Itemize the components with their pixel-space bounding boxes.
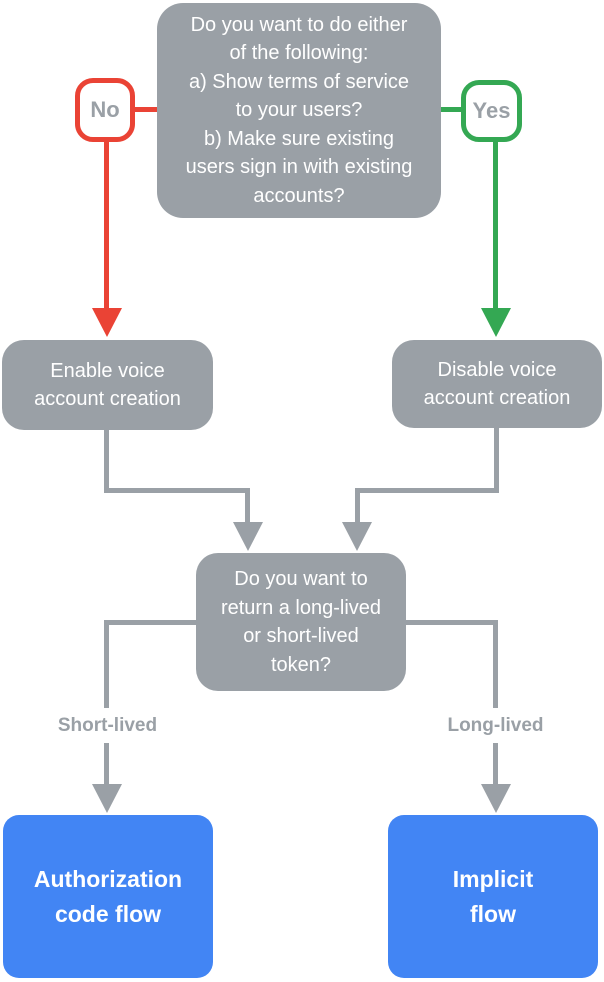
- question-line: token?: [270, 653, 332, 676]
- authorization-code-flow-node: Authorization code flow: [3, 815, 213, 978]
- connector-enable-down: [104, 430, 109, 493]
- node-line: account creation: [423, 387, 571, 409]
- question-line: of the following:: [229, 42, 369, 65]
- connector-disable-across: [355, 488, 499, 493]
- connector-disable-down: [494, 428, 499, 493]
- node-line: Enable voice: [50, 359, 165, 382]
- question-line: a) Show terms of service: [188, 70, 410, 93]
- question-line: accounts?: [253, 184, 345, 207]
- short-lived-label: Short-lived: [23, 708, 192, 743]
- yes-badge: Yes: [461, 80, 522, 142]
- arrowhead-left-merge-icon: [233, 522, 263, 551]
- question-line: return a long-lived: [220, 596, 382, 619]
- yes-badge-label: Yes: [472, 98, 511, 123]
- node-line: account creation: [34, 388, 181, 410]
- arrowhead-short-lived-icon: [92, 784, 122, 813]
- connector-yes-horizontal: [437, 107, 463, 112]
- node-line: code flow: [54, 900, 162, 927]
- question-line: b) Make sure existing: [203, 127, 395, 150]
- connector-short-down: [104, 620, 109, 786]
- connector-no-vertical: [104, 140, 109, 310]
- question-line: to your users?: [235, 99, 363, 122]
- short-lived-label-text: Short-lived: [57, 714, 158, 736]
- connector-long-down: [493, 620, 498, 786]
- node-line: flow: [470, 900, 516, 927]
- long-lived-label: Long-lived: [411, 708, 580, 743]
- no-badge: No: [75, 78, 135, 142]
- connector-enable-across: [104, 488, 250, 493]
- no-badge-label: No: [90, 97, 120, 122]
- connector-enable-drop: [245, 488, 250, 524]
- node-line: Implicit: [452, 865, 534, 892]
- arrowhead-no-icon: [92, 308, 122, 337]
- disable-voice-account-creation-node: Disable voice account creation: [392, 340, 602, 428]
- question-line: users sign in with existing: [185, 156, 413, 179]
- question-node-terms-of-service: Do you want to do either of the followin…: [157, 3, 441, 218]
- implicit-flow-node: Implicit flow: [388, 815, 598, 978]
- enable-voice-account-creation-node: Enable voice account creation: [2, 340, 213, 430]
- long-lived-label-text: Long-lived: [447, 714, 544, 736]
- question-line: Do you want to: [234, 568, 368, 590]
- question-node-token-lifetime: Do you want to return a long-lived or sh…: [196, 553, 406, 691]
- arrowhead-right-merge-icon: [342, 522, 372, 551]
- question-line: or short-lived: [243, 625, 359, 647]
- connector-long-across: [403, 620, 498, 625]
- connector-short-across: [104, 620, 199, 625]
- connector-yes-vertical: [493, 140, 498, 310]
- node-line: Disable voice: [437, 358, 557, 381]
- question-line: Do you want to do either: [190, 13, 408, 36]
- connector-disable-drop: [355, 488, 360, 524]
- connector-no-horizontal: [135, 107, 161, 112]
- node-line: Authorization: [33, 865, 183, 892]
- arrowhead-long-lived-icon: [481, 784, 511, 813]
- arrowhead-yes-icon: [481, 308, 511, 337]
